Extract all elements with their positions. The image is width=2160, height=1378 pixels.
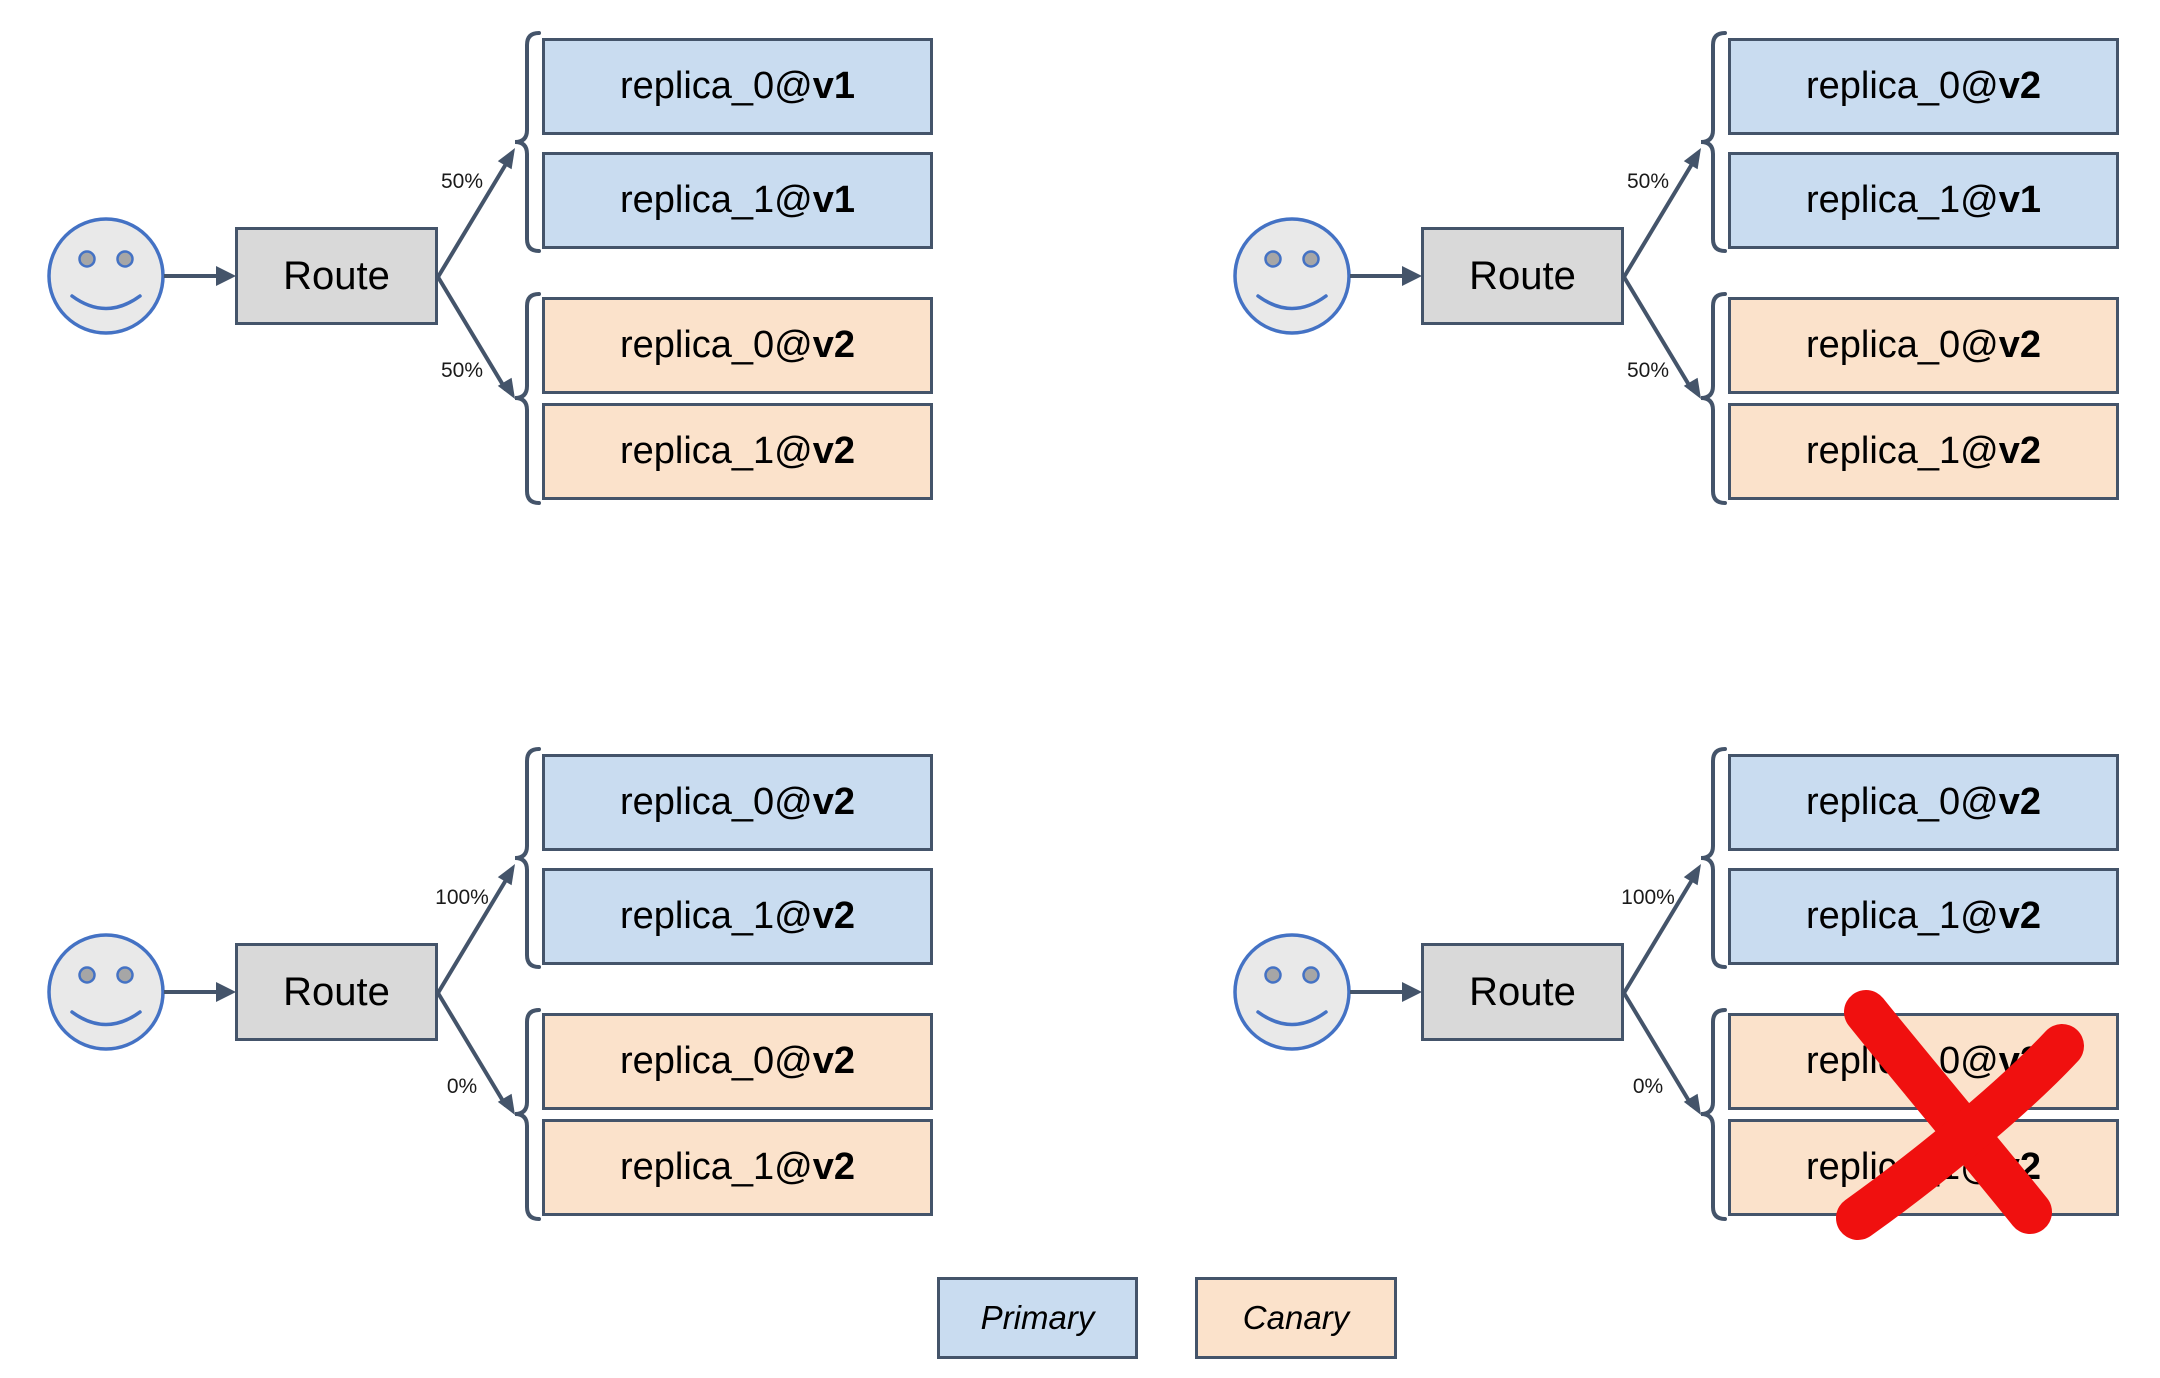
primary-replica-box: replica_0@v2: [1728, 754, 2119, 851]
replica-version: v2: [812, 430, 856, 472]
replica-name: replica_0@: [619, 781, 813, 823]
canary-replica-box: replica_1@v2: [542, 403, 933, 500]
replica-version: v2: [812, 895, 856, 937]
replica-name: replica_1@: [619, 430, 813, 472]
replica-name: replica_0@: [619, 65, 813, 107]
replica-name: replica_0@: [1805, 1040, 1999, 1082]
replica-version: v2: [812, 324, 856, 366]
canary-replica-box: replica_0@v2: [1728, 1013, 2119, 1110]
replica-version: v2: [1998, 430, 2042, 472]
replica-name: replica_1@: [619, 1146, 813, 1188]
traffic-percent-label: 0%: [1632, 1075, 1664, 1098]
route-box: Route: [235, 227, 438, 325]
replica-name: replica_1@: [1805, 430, 1999, 472]
traffic-percent-label: 0%: [446, 1075, 478, 1098]
primary-replica-box: replica_0@v1: [542, 38, 933, 135]
replica-version: v2: [812, 1040, 856, 1082]
replica-name: replica_1@: [619, 179, 813, 221]
canary-replica-box: replica_1@v2: [542, 1119, 933, 1216]
replica-name: replica_1@: [1805, 895, 1999, 937]
traffic-percent-label: 50%: [440, 170, 484, 193]
canary-replica-box: replica_0@v2: [542, 1013, 933, 1110]
canary-replica-box: replica_0@v2: [542, 297, 933, 394]
replica-name: replica_0@: [619, 324, 813, 366]
primary-replica-box: replica_0@v2: [542, 754, 933, 851]
replica-version: v2: [1998, 65, 2042, 107]
primary-replica-box: replica_0@v2: [1728, 38, 2119, 135]
replica-version: v2: [1998, 781, 2042, 823]
traffic-percent-label: 50%: [1626, 170, 1670, 193]
canary-replica-box: replica_0@v2: [1728, 297, 2119, 394]
traffic-percent-label: 50%: [1626, 359, 1670, 382]
replica-version: v2: [1998, 1040, 2042, 1082]
replica-version: v1: [812, 65, 856, 107]
replica-version: v2: [1998, 324, 2042, 366]
replica-name: replica_1@: [1805, 179, 1999, 221]
primary-replica-box: replica_1@v2: [542, 868, 933, 965]
replica-version: v2: [812, 781, 856, 823]
replica-name: replica_1@: [1805, 1146, 1999, 1188]
legend-canary: Canary: [1195, 1277, 1397, 1359]
replica-name: replica_0@: [1805, 324, 1999, 366]
route-box: Route: [1421, 943, 1624, 1041]
replica-name: replica_1@: [619, 895, 813, 937]
canary-replica-box: replica_1@v2: [1728, 1119, 2119, 1216]
primary-replica-box: replica_1@v1: [1728, 152, 2119, 249]
replica-version: v2: [1998, 1146, 2042, 1188]
canary-replica-box: replica_1@v2: [1728, 403, 2119, 500]
route-box: Route: [1421, 227, 1624, 325]
replica-version: v1: [812, 179, 856, 221]
replica-name: replica_0@: [1805, 65, 1999, 107]
traffic-percent-label: 100%: [1621, 886, 1675, 909]
legend-primary: Primary: [937, 1277, 1138, 1359]
traffic-percent-label: 50%: [440, 359, 484, 382]
primary-replica-box: replica_1@v1: [542, 152, 933, 249]
route-box: Route: [235, 943, 438, 1041]
replica-version: v2: [812, 1146, 856, 1188]
replica-name: replica_0@: [619, 1040, 813, 1082]
replica-name: replica_0@: [1805, 781, 1999, 823]
primary-replica-box: replica_1@v2: [1728, 868, 2119, 965]
traffic-percent-label: 100%: [435, 886, 489, 909]
replica-version: v1: [1998, 179, 2042, 221]
replica-version: v2: [1998, 895, 2042, 937]
